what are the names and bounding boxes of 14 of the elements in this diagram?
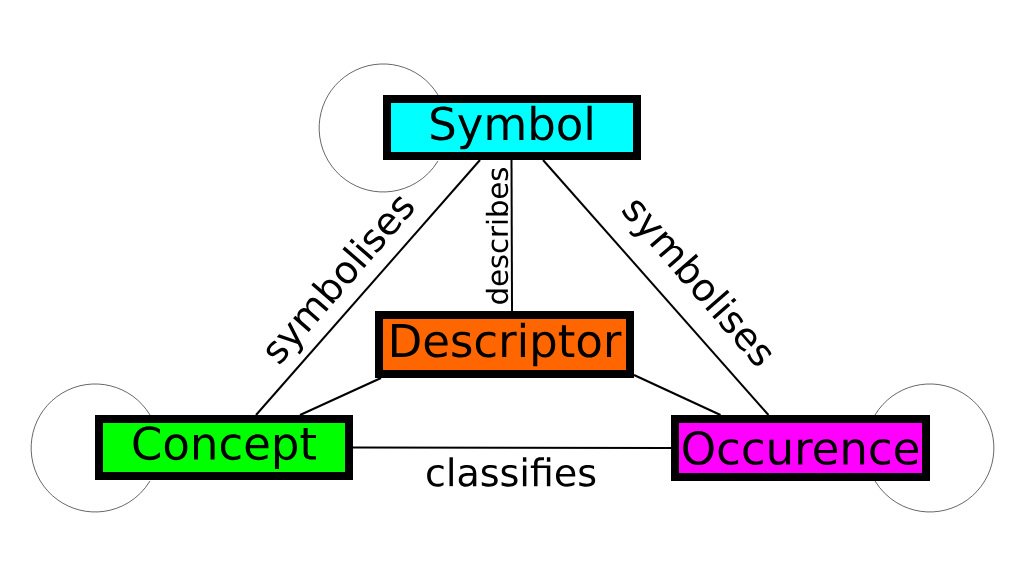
- concept-box: Occurence: [671, 415, 930, 481]
- connector-line: [255, 159, 481, 416]
- loop-line: [874, 383, 995, 513]
- connector-line: [299, 377, 382, 416]
- edge-label: classifies: [424, 456, 598, 488]
- connector-line: [633, 374, 722, 416]
- loop-line: [30, 383, 151, 513]
- connector-line: [510, 159, 513, 312]
- concept-box: Concept: [95, 415, 353, 480]
- connector-line: [542, 159, 770, 416]
- edge-label: describes: [484, 165, 510, 307]
- concept-box: Symbol: [383, 95, 641, 160]
- connector-line: [352, 446, 672, 449]
- loop-line: [318, 63, 439, 193]
